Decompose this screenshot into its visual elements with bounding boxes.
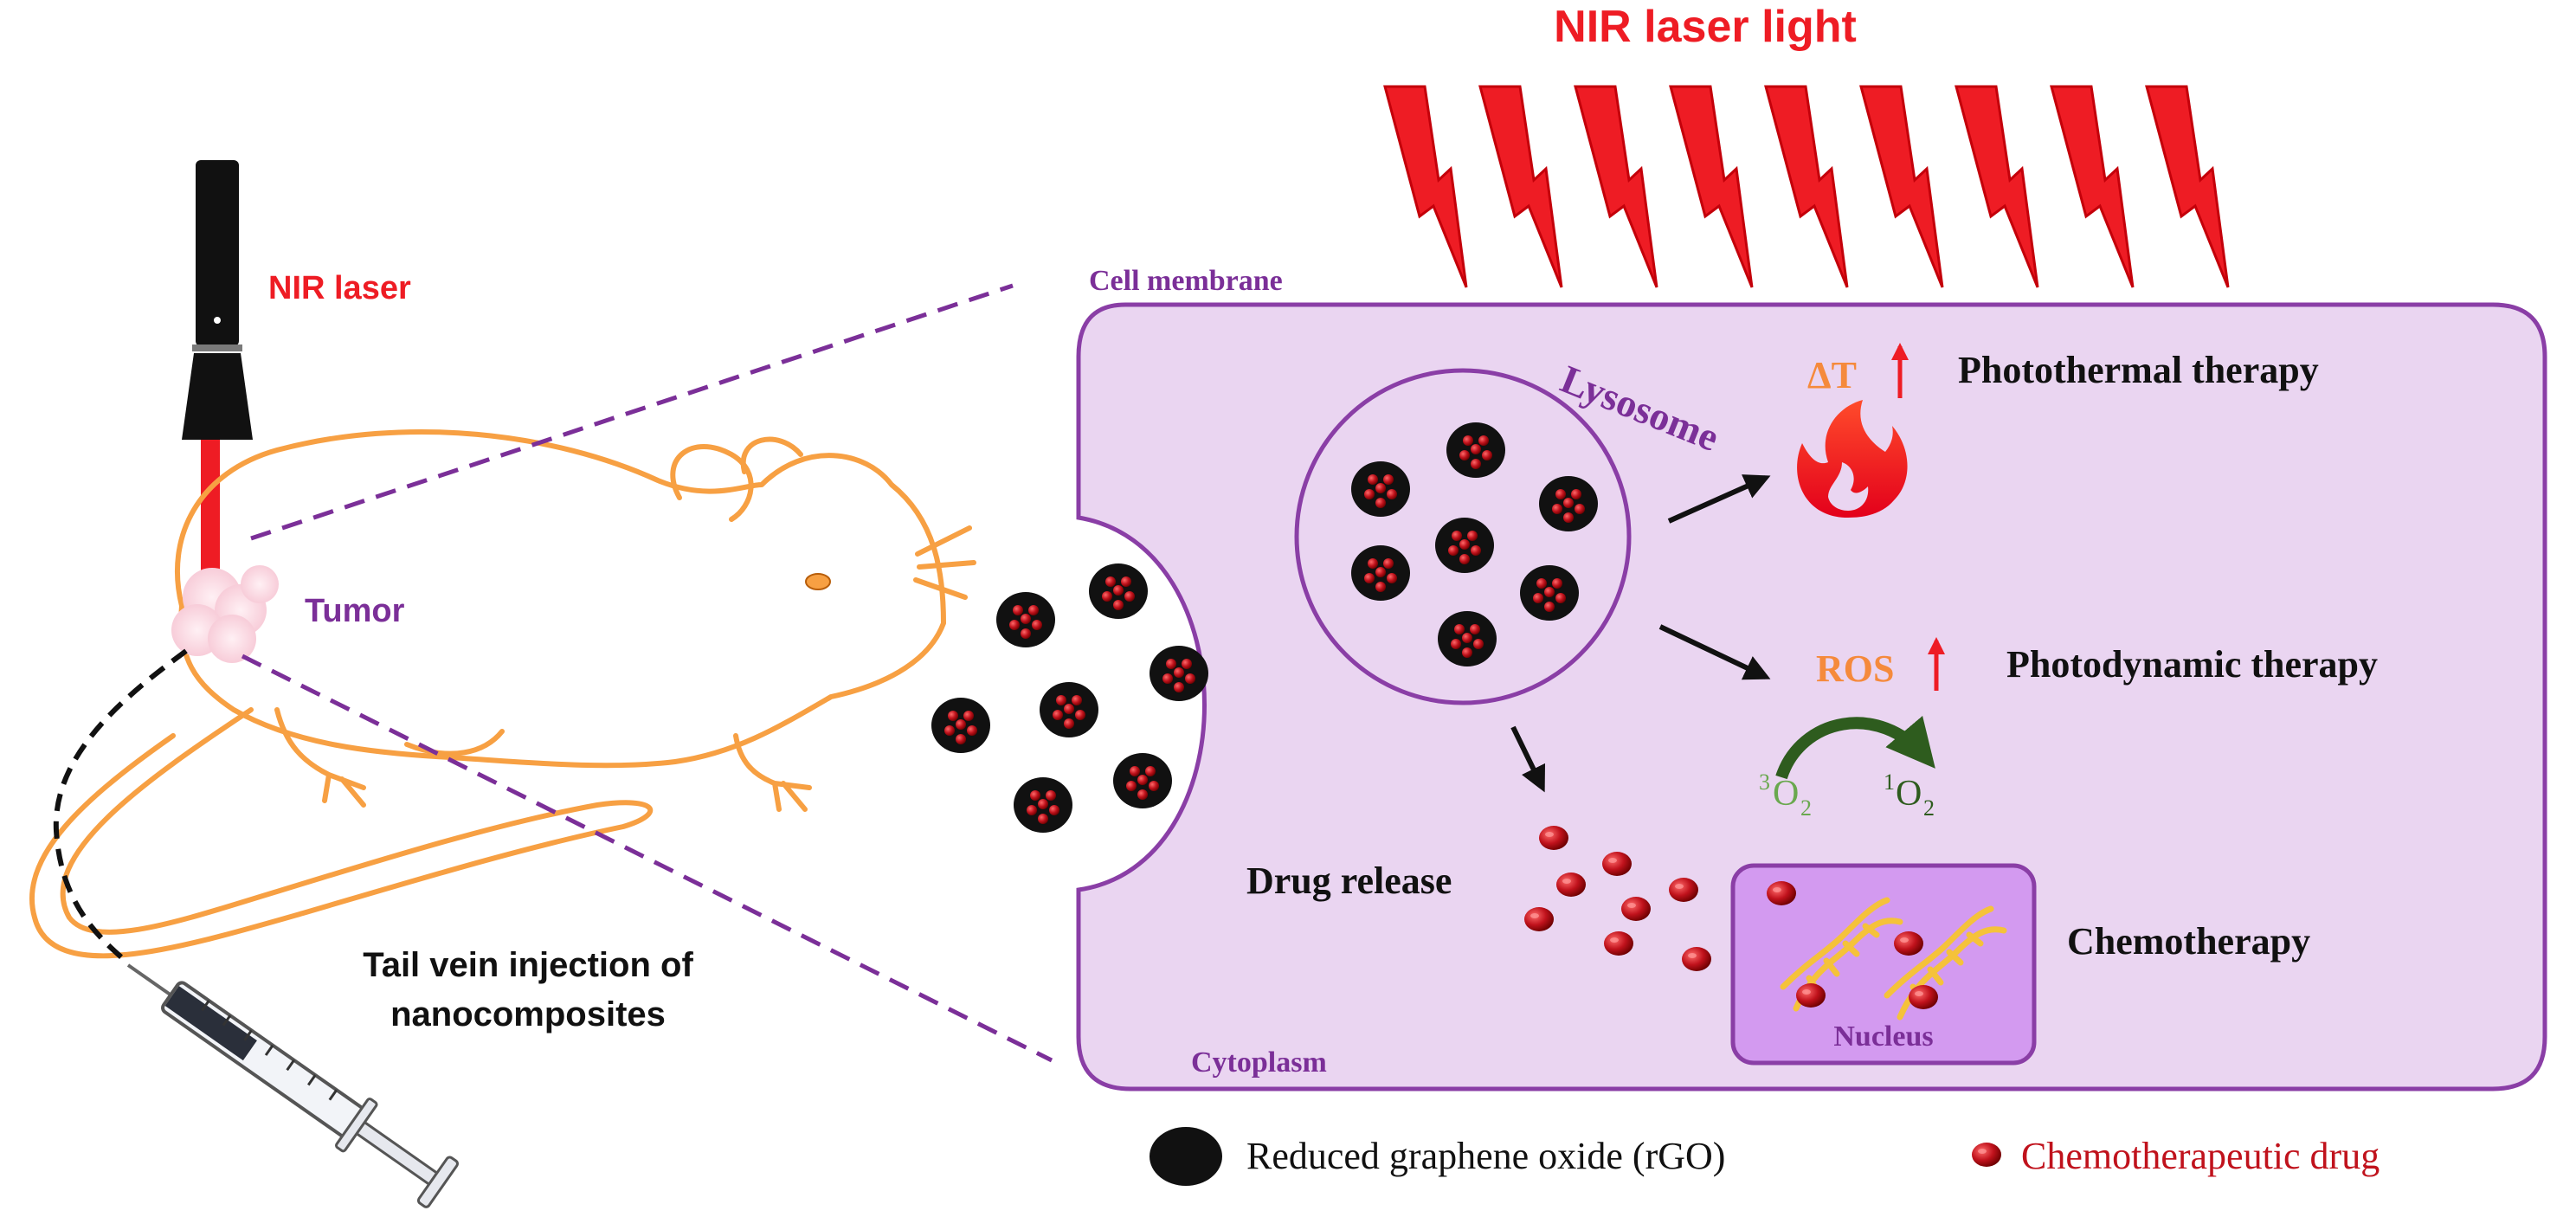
svg-text:O: O	[1773, 774, 1799, 814]
nucleus	[1730, 863, 2037, 1066]
arrow-to-photothermal	[1667, 474, 1771, 524]
ros-label: ROS	[1816, 647, 1894, 690]
nir-laser-label: NIR laser	[268, 270, 411, 306]
zoom-line-top	[250, 283, 1014, 541]
nir-laser-light-title: NIR laser light	[1554, 2, 1857, 52]
legend-drug-swatch	[1972, 1143, 2001, 1167]
tumor-blob	[171, 565, 279, 663]
injection-route-line	[53, 648, 188, 963]
triplet-oxygen-label: 3 O 2	[1759, 769, 1812, 821]
arrow-to-photodynamic	[1658, 624, 1771, 680]
delta-t-label: ΔT	[1807, 354, 1857, 396]
injection-label-line1: Tail vein injection of	[363, 946, 693, 984]
legend-drug-label: Chemotherapeutic drug	[2021, 1135, 2380, 1177]
arrow-to-drug-release	[1510, 725, 1546, 793]
zoom-line-bottom	[241, 654, 1053, 1063]
photothermal-therapy-label: Photothermal therapy	[1958, 349, 2319, 391]
extracellular-nanocomposites	[931, 563, 1208, 833]
injection-label-line2: nanocomposites	[390, 995, 666, 1033]
cytoplasm-label: Cytoplasm	[1191, 1046, 1327, 1079]
svg-text:1: 1	[1884, 769, 1895, 795]
cell-membrane-label: Cell membrane	[1089, 265, 1283, 297]
svg-text:3: 3	[1759, 769, 1770, 795]
chemotherapy-label: Chemotherapy	[2067, 920, 2310, 963]
legend-rgo-swatch	[1150, 1127, 1222, 1186]
oxygen-conversion-arrow	[1775, 715, 1935, 780]
dna-icon	[1780, 897, 1903, 1012]
nucleus-label: Nucleus	[1833, 1021, 1933, 1053]
svg-text:2: 2	[1800, 795, 1812, 821]
mouse-illustration	[29, 428, 976, 959]
svg-text:2: 2	[1923, 795, 1935, 821]
drug-release-label: Drug release	[1246, 860, 1452, 902]
syringe-icon	[126, 963, 459, 1208]
laser-pointer-icon	[182, 160, 253, 594]
mouse-eye	[805, 573, 831, 590]
legend-rgo-label: Reduced graphene oxide (rGO)	[1246, 1135, 1725, 1177]
tumor-label: Tumor	[305, 593, 405, 629]
flame-icon	[1797, 400, 1908, 518]
lightning-bolt-icon	[1383, 85, 2230, 289]
singlet-oxygen-label: 1 O 2	[1884, 769, 1935, 821]
svg-text:O: O	[1896, 774, 1922, 814]
photodynamic-therapy-label: Photodynamic therapy	[2006, 643, 2378, 686]
